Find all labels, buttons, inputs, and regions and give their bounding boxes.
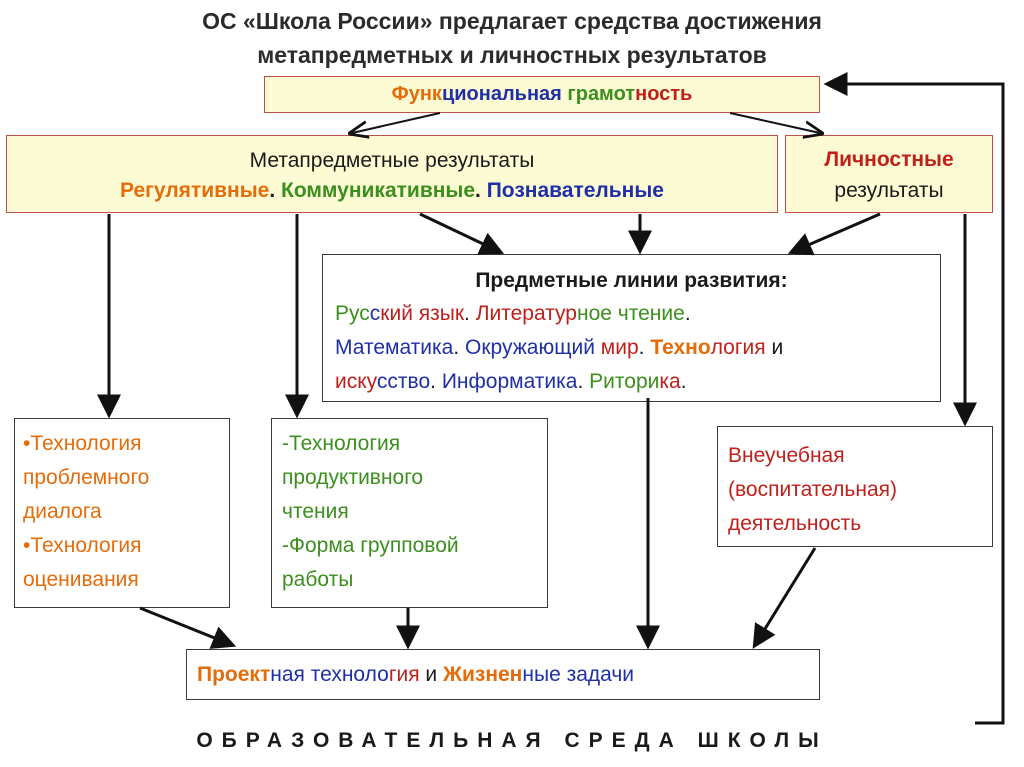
tech1-line: диалога [23,500,102,523]
subject-line-3: искусство. Информатика. Риторика. [323,365,940,399]
text-segment: Функ [391,83,442,105]
text-segment: Коммуникативные [281,179,476,202]
functional-literacy-text: Функциональная грамотность [392,83,693,105]
text-segment: ка [659,370,681,393]
text-segment: Окружающий [465,336,601,359]
tech2-line: -Форма групповой [282,534,459,557]
text-segment: . [577,370,590,393]
text-segment: Познавательные [486,179,664,202]
arrow-func-to-meta [352,112,441,133]
extra-line: (воспитательная) [728,478,897,501]
text-segment: Литератур [475,302,577,325]
text-segment: Проект [197,663,271,686]
reading-technology-box: -Технология продуктивного чтения -Форма … [271,418,548,608]
arrow-meta-to-subject-left [419,212,505,255]
text-segment: и [765,336,784,359]
text-segment: . [680,370,687,393]
title-line-1: ОС «Школа России» предлагает средства до… [202,8,822,34]
text-segment: ная [270,663,311,686]
project-technology-box: Проектная технология и Жизненные задачи [186,649,820,700]
text-segment: техноло [310,663,389,686]
text-segment: . [475,179,487,202]
text-segment: ные задачи [522,663,635,686]
text-segment: грамот [567,83,636,105]
dialogue-technology-box: •Технология проблемного диалога •Техноло… [14,418,230,608]
tech1-line: •Технология [23,534,142,557]
text-segment: сство [376,370,431,393]
personal-results-box: Личностные результаты [785,135,993,213]
text-segment: . [684,302,691,325]
subject-line-1: Русский язык. Литературное чтение. [323,297,940,331]
extra-line: деятельность [728,512,862,535]
subject-line-2: Математика. Окружающий мир. Технология и [323,331,940,365]
text-segment: и [419,663,443,686]
text-segment: Рус [335,302,370,325]
text-segment: . [464,302,476,325]
text-segment: мир [600,336,639,359]
text-segment: гия [388,663,420,686]
arrow-extra-to-project [752,547,817,649]
text-segment: Регулятивные [120,179,270,202]
arrow-func-to-personal [729,112,820,133]
functional-literacy-box: Функциональная грамотность [264,76,820,113]
tech1-line: проблемного [23,466,150,489]
tech1-line: оценивания [23,568,139,591]
text-segment: Математика [335,336,454,359]
text-segment: . [430,370,442,393]
text-segment: . [269,179,281,202]
metasubject-results-label: Метапредметные результаты [249,149,535,172]
text-segment: циональная [441,83,568,105]
text-segment: Ритори [589,370,660,393]
diagram-title: ОС «Школа России» предлагает средства до… [0,4,1024,72]
school-environment-caption: ОБРАЗОВАТЕЛЬНАЯ СРЕДА ШКОЛЫ [196,729,828,752]
text-segment: . [638,336,651,359]
text-segment: с [369,302,381,325]
text-segment: Техно [650,336,711,359]
text-segment: иску [335,370,377,393]
arrow-tech1-to-project [139,606,237,649]
tech2-line: чтения [282,500,349,523]
text-segment: ное чтение [577,302,685,325]
project-technology-text: Проектная технология и Жизненные задачи [197,663,634,686]
text-segment: ность [635,83,693,105]
tech2-line: работы [282,568,354,591]
personal-results-sub: результаты [834,179,944,202]
text-segment: Информатика [441,370,578,393]
text-segment: . [453,336,466,359]
personal-results-label: Личностные [824,148,954,171]
title-line-2: метапредметных и личностных результатов [257,42,767,68]
text-segment: Жизнен [442,663,523,686]
arrow-feedback-loop [823,72,1005,725]
text-segment: кий язык [380,302,465,325]
metasubject-results-types: Регулятивные. Коммуникативные. Познавате… [7,176,777,206]
subject-lines-box: Предметные линии развития: Русский язык.… [322,254,941,402]
arrow-personal-to-subject [787,212,881,256]
tech2-line: продуктивного [282,466,424,489]
text-segment: логия [710,336,766,359]
metasubject-results-box: Метапредметные результаты Регулятивные. … [6,135,778,213]
extra-line: Внеучебная [728,444,845,467]
subject-lines-header: Предметные линии развития: [475,269,788,292]
tech2-line: -Технология [282,432,401,455]
tech1-line: •Технология [23,432,142,455]
extracurricular-box: Внеучебная (воспитательная) деятельность [717,426,993,547]
